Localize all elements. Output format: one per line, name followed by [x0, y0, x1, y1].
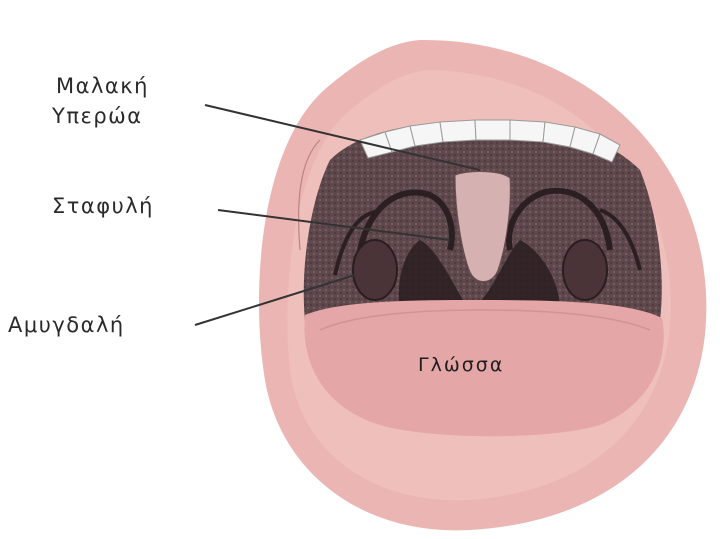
label-tongue: Γλώσσα — [418, 352, 504, 378]
tonsil-right — [563, 240, 607, 300]
label-soft-palate-line2: Υπερώα — [52, 103, 143, 129]
label-uvula: Σταφυλή — [52, 193, 154, 219]
label-tonsil: Αμυγδαλή — [8, 312, 125, 338]
tonsil-left — [353, 240, 397, 300]
label-soft-palate-line1: Μαλακή — [56, 73, 149, 99]
